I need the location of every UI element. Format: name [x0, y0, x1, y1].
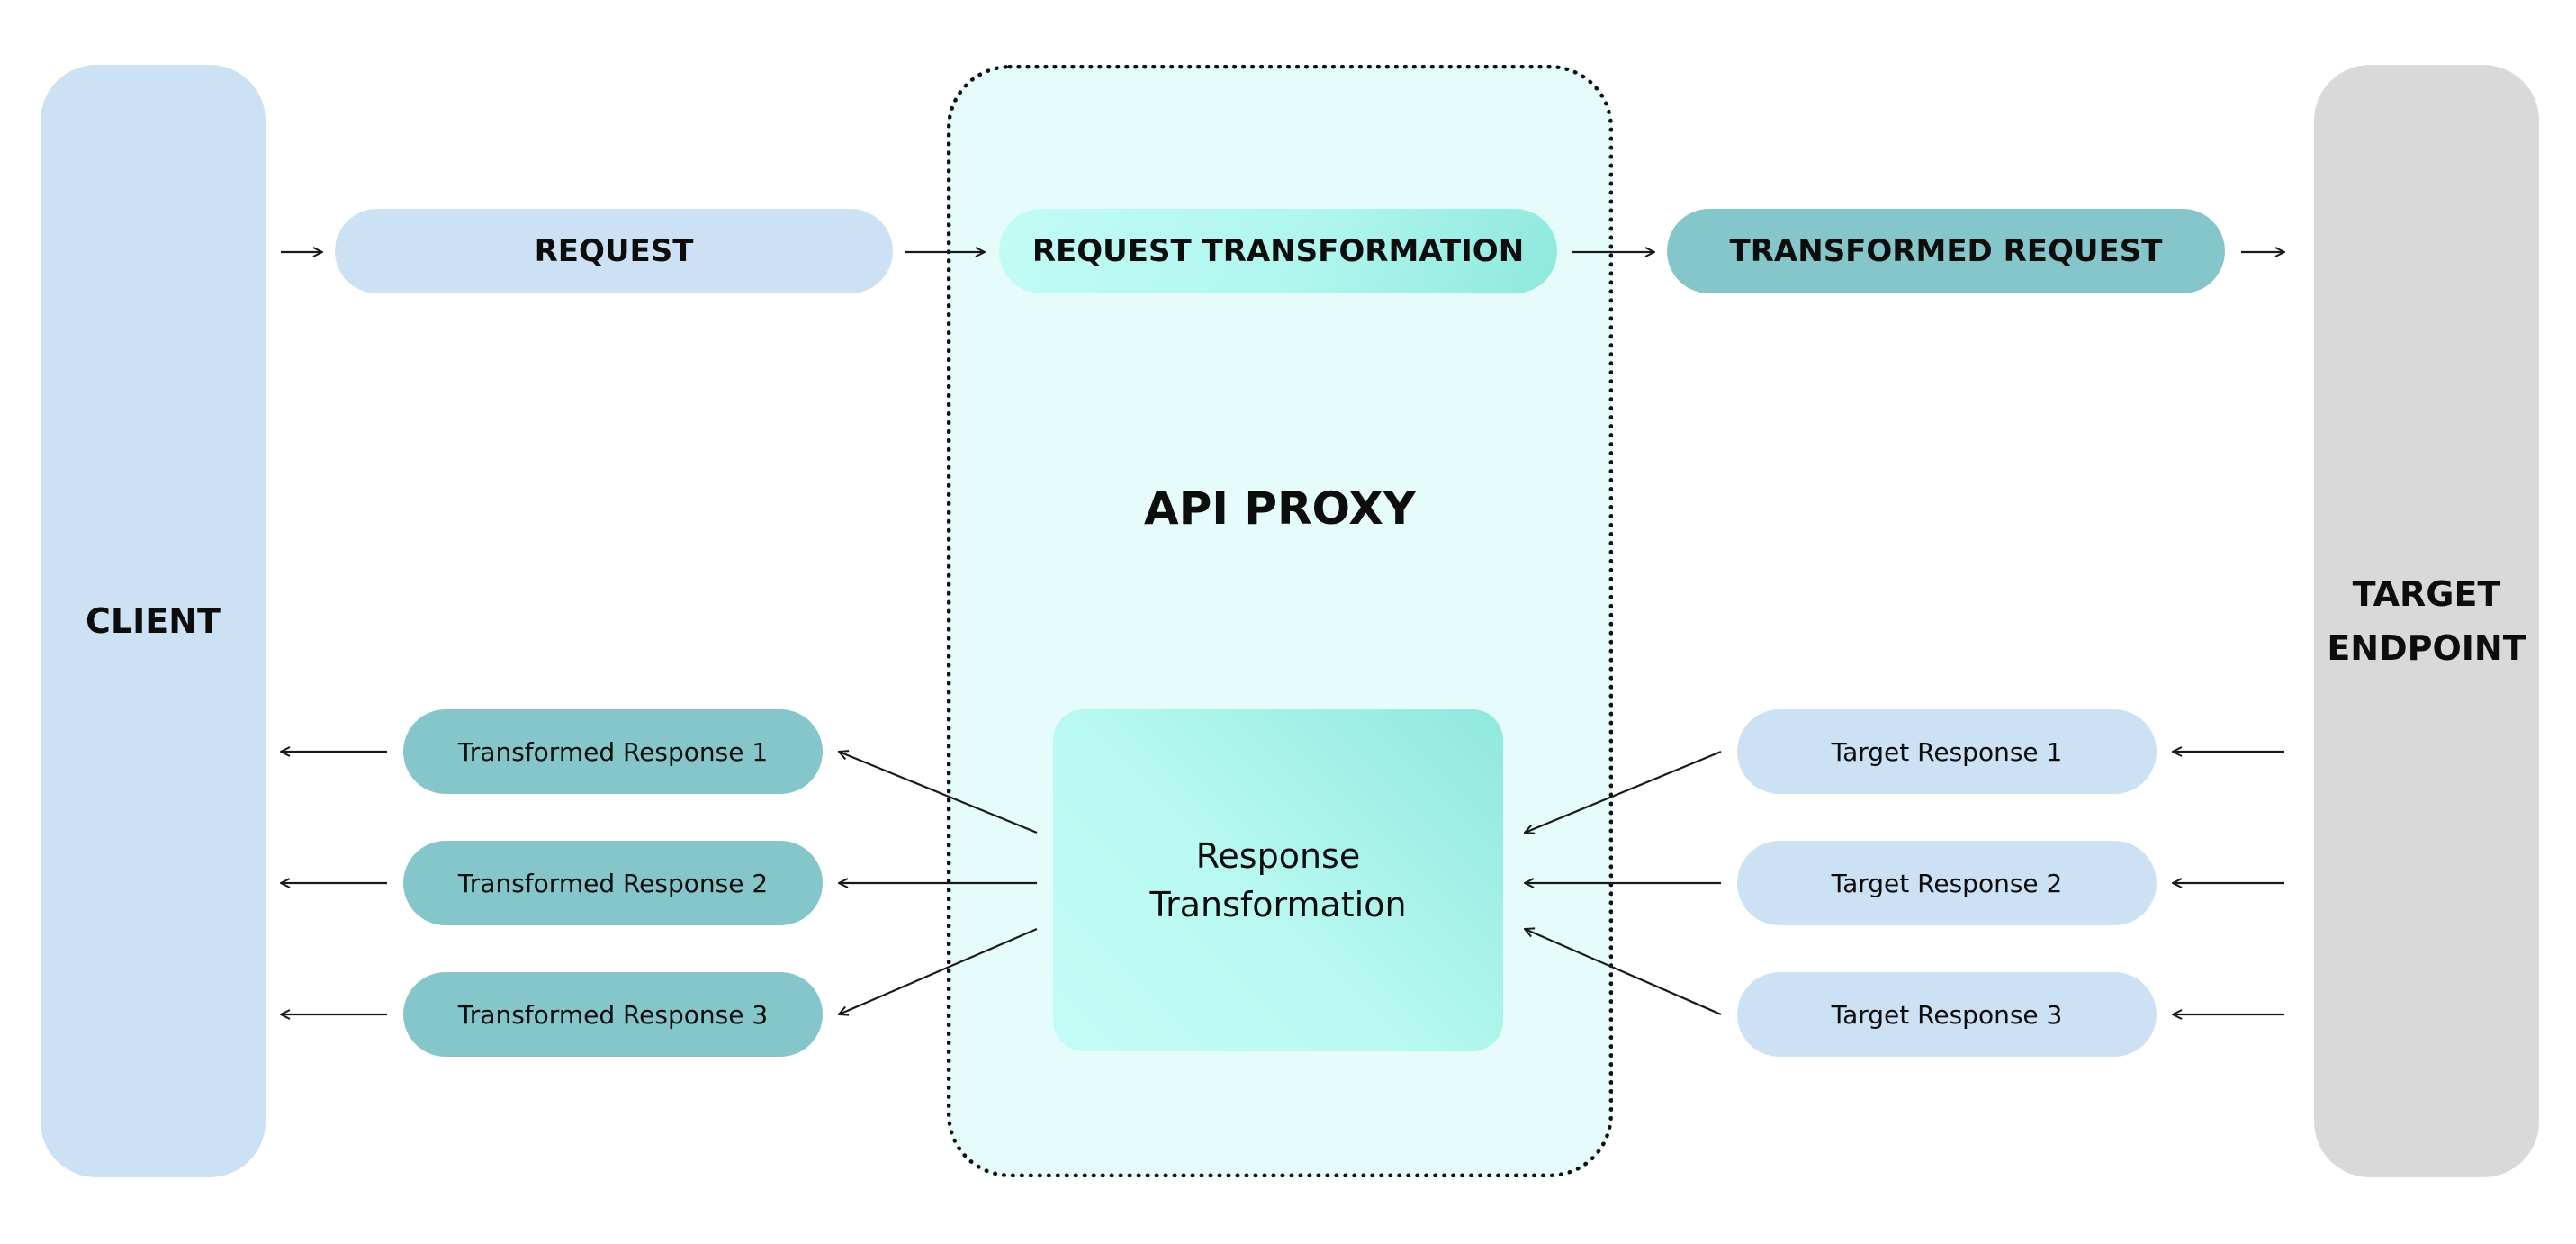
api-proxy-title: API PROXY	[1144, 482, 1416, 535]
response-transformation-node: Response Transformation	[1053, 709, 1503, 1051]
client-column: CLIENT	[41, 65, 266, 1177]
target-response-1: Target Response 1	[1737, 709, 2157, 794]
target-endpoint-column: TARGET ENDPOINT	[2314, 65, 2539, 1177]
client-label: CLIENT	[86, 601, 221, 641]
transformed-response-2: Transformed Response 2	[403, 841, 823, 925]
transformed-request-node: TRANSFORMED REQUEST	[1667, 209, 2225, 293]
request-node: REQUEST	[335, 209, 893, 293]
transformed-response-1: Transformed Response 1	[403, 709, 823, 794]
request-transformation-node: REQUEST TRANSFORMATION	[999, 209, 1557, 293]
target-response-3: Target Response 3	[1737, 972, 2157, 1057]
target-endpoint-label: TARGET ENDPOINT	[2327, 574, 2526, 668]
transformed-response-3: Transformed Response 3	[403, 972, 823, 1057]
target-response-2: Target Response 2	[1737, 841, 2157, 925]
